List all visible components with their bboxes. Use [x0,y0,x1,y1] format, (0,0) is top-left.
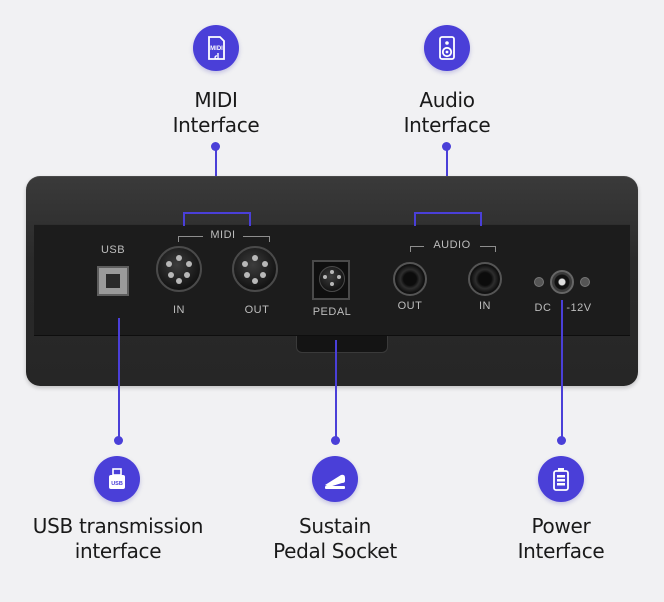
dc-label: DC [534,302,552,314]
usb-label: USB [100,244,126,256]
power-badge [538,456,584,502]
audio-bracket-left [414,212,416,226]
pedal-badge [312,456,358,502]
audio-caption-line2: Interface [403,113,491,137]
pedal-caption-line1: Sustain [298,514,372,538]
audio-group-label: AUDIO [424,239,480,251]
dc-screw-right [580,277,590,287]
audio-in-jack[interactable] [468,262,502,296]
audio-bracket-top [414,212,482,214]
midi-bracket-right [249,212,251,226]
usb-icon-text: USB [111,481,123,487]
pedal-port[interactable] [319,266,345,292]
audio-out-jack[interactable] [393,262,427,296]
midi-bracket-top [183,212,251,214]
audio-caption-line1: Audio [419,88,475,112]
midi-in-label: IN [173,304,185,316]
pedal-icon [325,474,345,489]
midi-bracket-left [183,212,185,226]
dc-jack[interactable] [550,270,574,294]
voltage-label: -12V [566,302,592,314]
usb-port[interactable] [97,266,129,296]
midi-in-port[interactable] [156,246,202,292]
usb-drive-icon: USB [109,468,125,489]
pedal-dot [331,436,340,445]
dc-screw-left [534,277,544,287]
speaker-icon [439,36,455,60]
power-dot [557,436,566,445]
midi-out-port[interactable] [232,246,278,292]
power-caption-line2: Interface [517,539,605,563]
usb-caption: USB transmission interface [18,514,218,564]
midi-file-icon: MIDI [208,36,225,60]
audio-caption: Audio Interface [387,88,507,138]
usb-caption-line2: interface [74,539,162,563]
midi-out-label: OUT [244,304,270,316]
power-caption-line1: Power [531,514,591,538]
power-connector [561,300,563,440]
usb-badge: USB [94,456,140,502]
midi-group-label: MIDI [203,229,243,241]
audio-bracket-right [480,212,482,226]
pedal-caption-line2: Pedal Socket [273,539,397,563]
audio-badge [424,25,470,71]
battery-icon [553,468,569,491]
device-back-panel: USB MIDI IN OUT PEDAL AUDIO OUT IN [26,176,638,386]
pedal-caption: Sustain Pedal Socket [250,514,420,564]
usb-dot [114,436,123,445]
audio-in-label: IN [479,300,491,312]
midi-caption-line2: Interface [172,113,260,137]
audio-out-label: OUT [397,300,423,312]
midi-badge: MIDI [193,25,239,71]
pedal-label: PEDAL [312,306,352,318]
power-caption: Power Interface [496,514,626,564]
usb-caption-line1: USB transmission [32,514,204,538]
pedal-slot [296,336,388,353]
midi-caption-line1: MIDI [194,88,238,112]
usb-connector [118,318,120,440]
pedal-connector [335,340,337,440]
midi-caption: MIDI Interface [156,88,276,138]
midi-icon-text: MIDI [210,46,223,52]
